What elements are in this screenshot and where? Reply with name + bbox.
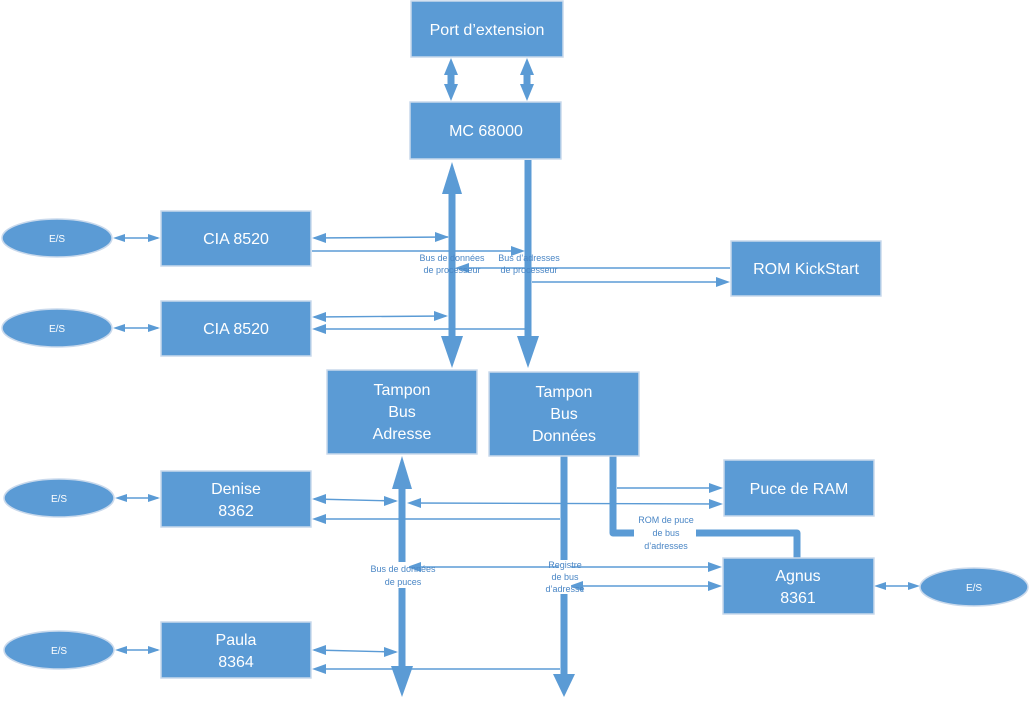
denise-io-link [115,494,160,502]
agnus-io-node: E/S [919,567,1029,607]
tampon-adresse-line-1: Tampon [374,382,431,399]
address-bus-register-label-line-1: Registre [548,560,582,570]
chip-rom-address-bus-label-line-2: de bus [652,528,680,538]
denise-data-link [312,494,398,506]
chip-data-bus-label-line-2: de puces [385,577,422,587]
cia2-io-link [113,324,160,332]
cia2-io-node: E/S [1,308,113,348]
agnus-line-1: Agnus [775,568,820,585]
cia1-data-link [312,232,449,243]
processor-data-bus [441,162,463,368]
tampon-adresse-line-2: Bus [388,404,416,421]
agnus-io-link [874,582,920,590]
processor-address-bus-label-line-2: de processeur [500,265,557,275]
processor-data-bus-label-line-1: Bus de données [419,253,485,263]
paula-block: Paula 8364 [160,621,312,679]
rom-kickstart-label: ROM KickStart [753,261,859,278]
denise-io-label: E/S [51,494,67,505]
processor-data-bus-label-line-2: de processeur [423,265,480,275]
rom-address-link [532,277,730,287]
paula-io-label: E/S [51,646,67,657]
mc68000-block: MC 68000 [409,101,562,160]
databus-ram-link [617,483,723,493]
tampon-donnees-line-2: Bus [550,406,578,423]
puce-ram-block: Puce de RAM [723,459,875,517]
address-bus-register-label: Registre de bus d’adresse [545,560,585,594]
register-paula-link [312,664,560,674]
paula-io-link [115,646,160,654]
paula-io-node: E/S [3,630,115,670]
processor-address-bus-label: Bus d’adresses de processeur [498,253,560,275]
rom-data-link [455,263,730,273]
cia1-label: CIA 8520 [203,231,269,248]
paula-line-1: Paula [216,632,257,649]
denise-io-node: E/S [3,478,115,518]
chipbus-ram-link [407,498,723,509]
processor-address-bus-label-line-1: Bus d’adresses [498,253,560,263]
puce-ram-label: Puce de RAM [750,481,849,498]
cia2-data-link [312,311,448,322]
cia1-io-node: E/S [1,218,113,258]
tampon-donnees-line-3: Données [532,428,596,445]
agnus-block: Agnus 8361 [722,557,875,615]
denise-block: Denise 8362 [160,470,312,528]
cia1-io-link [113,234,160,242]
paula-line-2: 8364 [218,654,254,671]
agnus-io-label: E/S [966,583,982,594]
tampon-adresse-block: Tampon Bus Adresse [326,369,478,455]
cia2-io-label: E/S [49,324,65,335]
chip-data-bus-label: Bus de données de puces [370,562,436,588]
port-cpu-link-right [520,58,534,101]
denise-line-1: Denise [211,481,261,498]
cia1-block: CIA 8520 [160,210,312,267]
port-extension-label: Port d’extension [430,22,545,39]
tampon-donnees-line-1: Tampon [536,384,593,401]
cia2-block: CIA 8520 [160,300,312,357]
mc68000-label: MC 68000 [449,123,523,140]
rom-kickstart-block: ROM KickStart [730,240,882,297]
chip-rom-address-bus [609,455,801,558]
agnus-line-2: 8361 [780,590,816,607]
paula-data-link [312,645,398,657]
cia2-label: CIA 8520 [203,321,269,338]
chip-rom-address-bus-label-line-3: d’adresses [644,541,688,551]
tampon-adresse-line-3: Adresse [373,426,432,443]
port-extension-block: Port d’extension [410,0,564,58]
cia1-io-label: E/S [49,234,65,245]
chip-data-bus-label-line-1: Bus de données [370,564,436,574]
address-bus-register-label-line-2: de bus [551,572,579,582]
chip-rom-address-bus-label: ROM de puce de bus d’adresses [634,515,696,551]
address-bus-register-label-line-3: d’adresse [545,584,584,594]
processor-address-bus [517,160,539,368]
cia1-address-link [312,246,525,256]
denise-line-2: 8362 [218,503,254,520]
cia2-address-link [312,324,526,334]
tampon-donnees-block: Tampon Bus Données [488,371,640,457]
port-cpu-link-left [444,58,458,101]
register-denise-link [312,514,560,524]
chip-rom-address-bus-label-line-1: ROM de puce [638,515,694,525]
register-agnus-link [569,581,722,591]
processor-data-bus-label: Bus de données de processeur [419,253,485,275]
